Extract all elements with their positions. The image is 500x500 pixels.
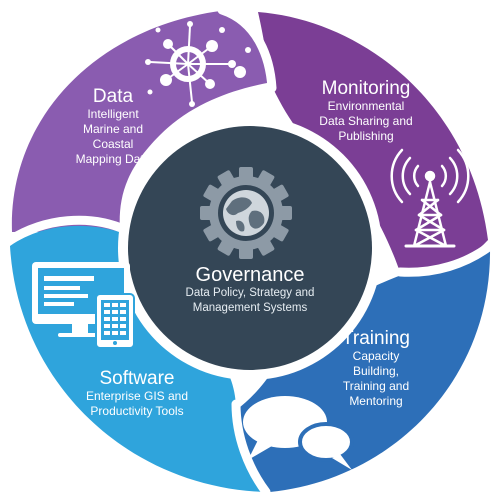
monitoring-label: Monitoring Environmental Data Sharing an… [296,78,436,144]
training-description-line-2: Building, [352,364,400,378]
desktop-tablet-icon [32,262,135,349]
data-description-line-3: Coastal [92,137,134,151]
governance-label: Governance Data Policy, Strategy and Man… [160,264,340,316]
monitoring-description-line-3: Publishing [338,129,394,143]
governance-title: Governance [195,264,305,286]
governance-description-line-1: Data Policy, Strategy and [185,287,315,299]
radio-tower-icon [390,148,470,248]
software-label: Software Enterprise GIS and Productivity… [62,368,212,419]
data-description-line-1: Intelligent [87,107,139,121]
software-description-line-1: Enterprise GIS and [85,389,189,403]
monitoring-title: Monitoring [321,78,411,99]
training-description-line-4: Mentoring [349,394,403,408]
data-label: Data Intelligent Marine and Coastal Mapp… [58,86,168,167]
monitoring-description-line-1: Environmental [327,99,405,113]
speech-bubbles-icon [243,396,354,470]
data-title: Data [92,86,134,107]
data-description-line-2: Marine and [82,122,144,136]
monitoring-description-line-2: Data Sharing and [319,114,413,128]
software-title: Software [99,368,175,389]
network-nodes-icon [145,21,251,107]
data-segment [11,10,273,232]
governance-description-line-2: Management Systems [192,302,308,314]
training-description-line-1: Capacity [352,349,400,363]
data-description-line-4: Mapping Data [75,152,151,166]
training-description-line-3: Training and [342,379,410,393]
training-title: Training [342,328,410,349]
software-description-line-2: Productivity Tools [90,404,184,418]
gear-globe-icon [200,167,292,259]
training-label: Training Capacity Building, Training and… [330,328,422,409]
